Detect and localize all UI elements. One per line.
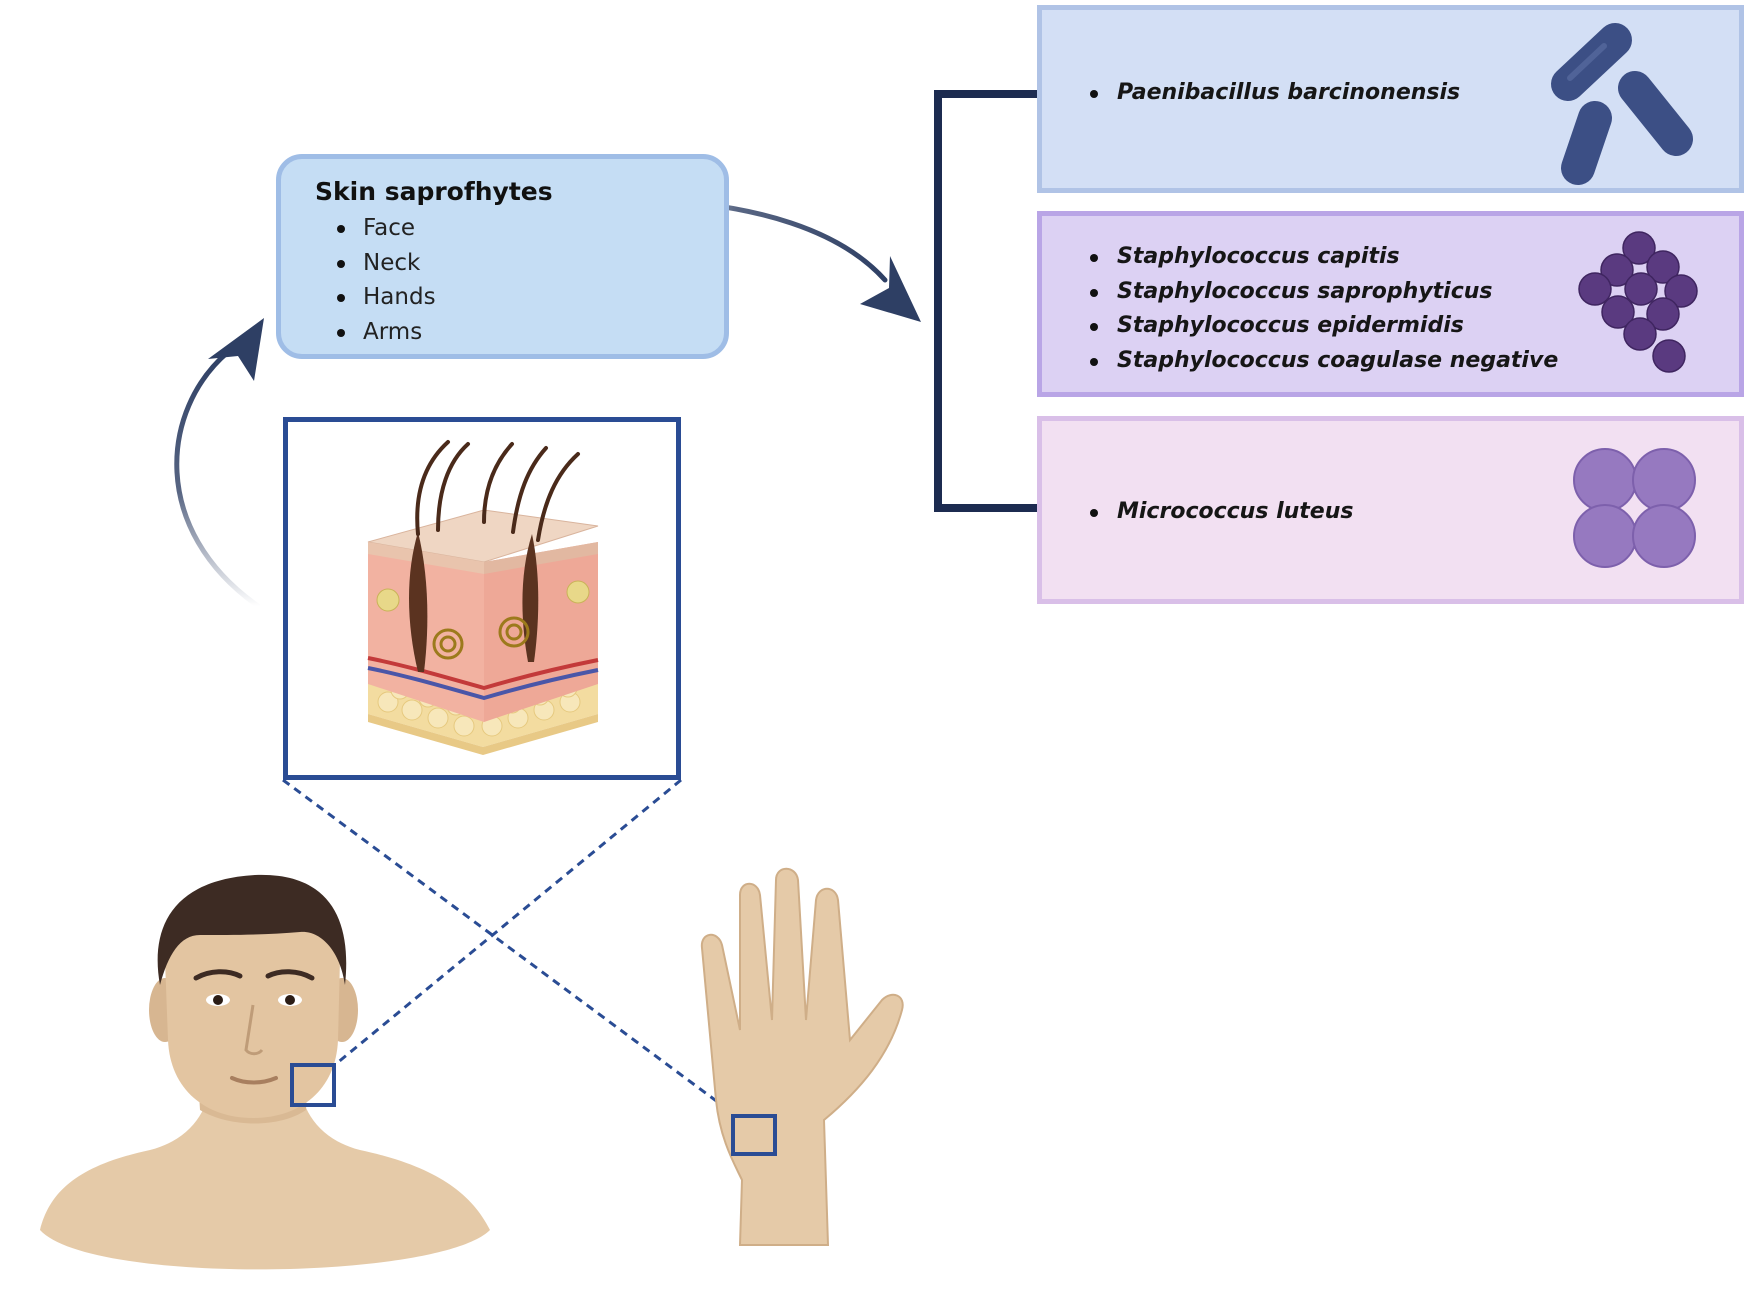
species-item: Staphylococcus capitis bbox=[1090, 240, 1739, 275]
saprophytes-box: Skin saprofhytes Face Neck Hands Arms bbox=[276, 154, 729, 359]
body-site-item: Neck bbox=[337, 246, 724, 281]
arrow-skin-to-saprophytes bbox=[174, 318, 264, 609]
species-item: Staphylococcus epidermidis bbox=[1090, 309, 1739, 344]
panel-micrococcus: Micrococcus luteus bbox=[1037, 416, 1744, 604]
species-item: Micrococcus luteus bbox=[1090, 495, 1739, 530]
skin-zoom-frame bbox=[283, 417, 681, 780]
wrist-sample-marker bbox=[731, 1114, 777, 1156]
person-face-icon bbox=[40, 874, 490, 1270]
face-sample-marker bbox=[290, 1063, 336, 1107]
hand-icon bbox=[700, 867, 904, 1246]
body-site-list: Face Neck Hands Arms bbox=[315, 211, 724, 349]
body-site-item: Hands bbox=[337, 280, 724, 315]
tetrad-coccus-icon bbox=[1573, 448, 1696, 568]
coccus-cluster-icon bbox=[1578, 231, 1698, 373]
body-site-item: Face bbox=[337, 211, 724, 246]
species-item: Staphylococcus saprophyticus bbox=[1090, 275, 1739, 310]
rod-bacteria-icon bbox=[1551, 23, 1693, 185]
zoom-lines bbox=[282, 778, 739, 1119]
bracket bbox=[934, 90, 1037, 512]
body-site-item: Arms bbox=[337, 315, 724, 350]
species-list: Staphylococcus capitis Staphylococcus sa… bbox=[1090, 240, 1739, 378]
species-list: Micrococcus luteus bbox=[1090, 495, 1739, 530]
saprophytes-title: Skin saprofhytes bbox=[315, 177, 553, 206]
skin-section-icon bbox=[367, 440, 599, 755]
species-item: Staphylococcus coagulase negative bbox=[1090, 344, 1739, 379]
species-item: Paenibacillus barcinonensis bbox=[1090, 76, 1739, 111]
species-list: Paenibacillus barcinonensis bbox=[1090, 76, 1739, 111]
